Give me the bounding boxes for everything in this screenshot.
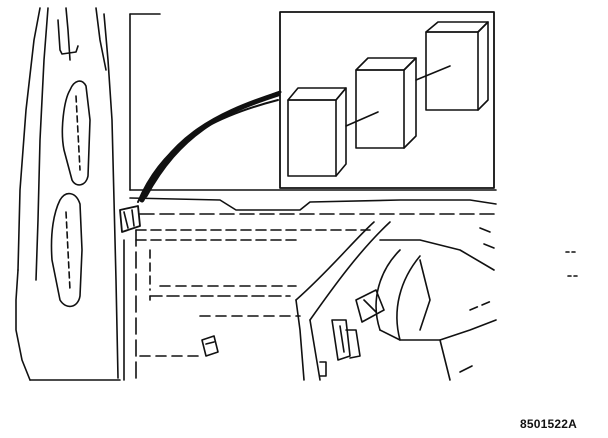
relay-1	[287, 87, 347, 177]
lower-bracket	[331, 289, 385, 361]
relay-3	[415, 21, 489, 111]
steering-column-area	[295, 221, 497, 381]
relay-2	[345, 57, 417, 149]
relay-mounting-location	[119, 205, 141, 233]
door-pillar	[15, 7, 121, 381]
detail-marks	[201, 227, 581, 377]
relay-callout-box	[279, 11, 495, 189]
upper-window-opening	[61, 80, 91, 186]
lower-left-dashes	[139, 315, 301, 357]
lower-window-opening	[50, 192, 83, 308]
callout-leader	[137, 90, 282, 203]
dash-frame	[123, 13, 501, 381]
figure-reference-code: 8501522A	[520, 417, 577, 431]
